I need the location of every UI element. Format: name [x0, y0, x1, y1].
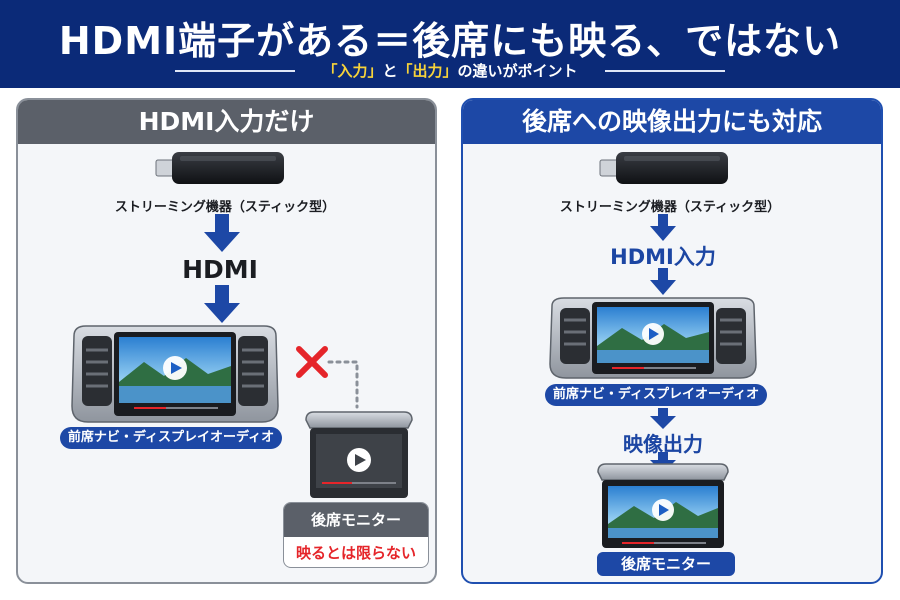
subtitle-output: 「出力」 [397, 62, 458, 80]
page-title: HDMI端子がある＝後席にも映る、ではない [58, 19, 842, 63]
header: HDMI端子がある＝後席にも映る、ではない 「入力」と「出力」の違いがポイント [0, 0, 900, 88]
subtitle-tail: の違いがポイント [457, 62, 578, 80]
arrow-down-icon [204, 214, 240, 252]
rear-note: 映るとは限らない [295, 544, 416, 562]
panel-heading-right: 後席への映像出力にも対応 [463, 100, 881, 144]
hdmi-label-left: HDMI [182, 255, 258, 284]
arrow-down-icon [650, 268, 676, 295]
arrow-down-icon [650, 408, 676, 429]
front-navi-display-icon [71, 325, 279, 423]
device-label-left: ストリーミング機器（スティック型） [114, 200, 336, 215]
front-navi-display-icon [549, 297, 757, 379]
hdmi-in-label: HDMI入力 [610, 245, 716, 269]
front-label-left: 前席ナビ・ディスプレイオーディオ [60, 427, 282, 449]
panel-heading-left: HDMI入力だけ [18, 100, 435, 144]
rear-monitor-icon [305, 411, 413, 498]
subtitle: 「入力」と「出力」の違いがポイント [0, 60, 900, 81]
subtitle-and: と [382, 62, 398, 80]
subtitle-input: 「入力」 [322, 62, 383, 80]
arrow-down-icon [650, 214, 676, 241]
streaming-stick-icon [599, 152, 728, 184]
streaming-stick-icon [155, 152, 284, 184]
rear-monitor-icon [597, 463, 729, 548]
arrow-down-icon [204, 285, 240, 323]
rear-monitor-label-box: 後席モニター 映るとは限らない [283, 502, 429, 568]
rear-label-left: 後席モニター [284, 503, 428, 537]
device-label-right: ストリーミング機器（スティック型） [559, 200, 781, 215]
not-connected-icon [296, 346, 359, 409]
front-label-right: 前席ナビ・ディスプレイオーディオ [545, 384, 767, 406]
rear-label-right: 後席モニター [597, 552, 735, 576]
subtitle-rule-right [605, 70, 725, 72]
subtitle-rule-left [175, 70, 295, 72]
